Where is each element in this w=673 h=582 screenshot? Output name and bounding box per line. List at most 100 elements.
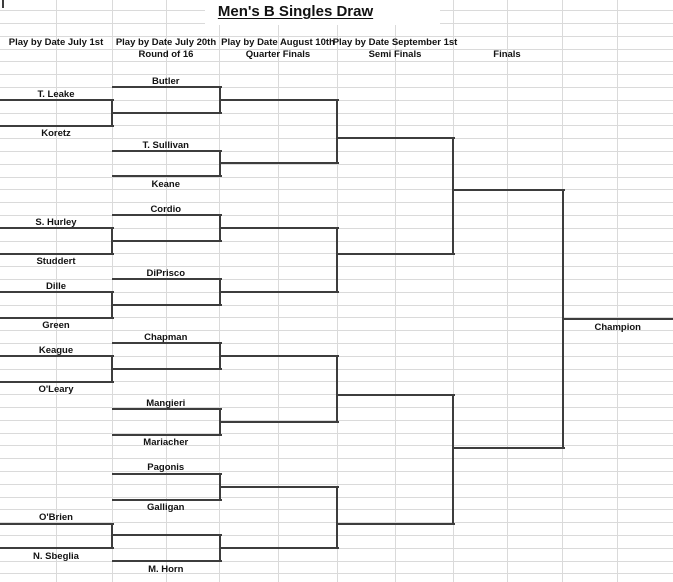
gridline-column <box>617 0 618 582</box>
bracket-line-vertical <box>218 86 221 114</box>
bracket-line-vertical <box>218 533 221 562</box>
column-header-august-10th: Play by Date August 10th Quarter Finals <box>188 37 368 62</box>
column-header-finals-round: Finals <box>493 49 521 60</box>
bracket-line-horizontal <box>112 498 222 501</box>
bracket-line-vertical <box>336 227 338 294</box>
bracket-line-horizontal <box>0 252 114 255</box>
bracket-line-horizontal <box>219 227 339 230</box>
bracket-line-horizontal <box>219 485 339 488</box>
gridline-column <box>507 0 508 582</box>
bracket-line-vertical <box>218 278 221 306</box>
bracket-label-o-brien: O'Brien <box>39 511 73 523</box>
bracket-line-horizontal <box>112 408 222 410</box>
gridline-column <box>111 0 113 582</box>
bracket-line-vertical <box>111 522 113 549</box>
bracket-line-horizontal <box>337 136 455 139</box>
bracket-line-vertical <box>336 355 338 423</box>
gridline-column <box>278 0 279 582</box>
gridline-column <box>165 0 167 582</box>
bracket-line-vertical <box>336 485 338 549</box>
column-header-august-10th-date: Play by Date August 10th <box>221 36 335 48</box>
bracket-line-horizontal <box>112 149 222 152</box>
bracket-label-keague: Keague <box>38 345 74 356</box>
bracket-label-m-horn: M. Horn <box>148 563 184 575</box>
bracket-line-vertical <box>561 189 564 449</box>
bracket-line-vertical <box>2 0 4 8</box>
bracket-line-horizontal <box>112 240 222 242</box>
bracket-line-horizontal <box>453 447 565 449</box>
bracket-line-horizontal <box>453 189 565 191</box>
bracket-label-keane: Keane <box>151 178 180 190</box>
bracket-label-mangieri: Mangieri <box>146 397 186 409</box>
column-header-semi-finals: Semi Finals <box>368 49 422 60</box>
bracket-line-horizontal <box>112 86 222 89</box>
bracket-line-horizontal <box>219 355 339 358</box>
column-header-finals: Finals <box>417 37 597 62</box>
bracket-line-vertical <box>218 149 221 177</box>
bracket-line-horizontal <box>0 316 114 319</box>
column-header-july-1st-date: Play by Date July 1st <box>8 36 104 48</box>
bracket-label-t-leake: T. Leake <box>37 89 75 100</box>
bracket-line-vertical <box>218 214 221 242</box>
gridline-column <box>452 0 454 582</box>
bracket-line-horizontal <box>112 175 222 177</box>
bracket-line-horizontal <box>112 368 222 370</box>
bracket-label-o-leary: O'Leary <box>38 384 74 395</box>
bracket-line-horizontal <box>219 421 339 423</box>
column-header-july-20th: Play by Date July 20th Round of 16 <box>76 37 256 62</box>
bracket-line-horizontal <box>112 472 222 475</box>
bracket-line-horizontal <box>219 99 339 102</box>
bracket-label-green: Green <box>42 320 70 331</box>
bracket-line-horizontal <box>219 162 339 165</box>
bracket-label-koretz: Koretz <box>41 128 71 139</box>
bracket-line-horizontal <box>0 522 114 525</box>
bracket-label-chapman: Chapman <box>144 332 188 343</box>
bracket-line-horizontal <box>337 522 455 525</box>
bracket-line-horizontal <box>112 112 222 114</box>
bracket-label-s-hurley: S. Hurley <box>35 217 77 228</box>
column-header-july-1st: Play by Date July 1st <box>0 37 146 62</box>
bracket-label-butler: Butler <box>152 76 180 87</box>
bracket-line-horizontal <box>112 214 222 217</box>
bracket-line-vertical <box>111 291 113 319</box>
bracket-line-vertical <box>218 408 221 436</box>
bracket-line-horizontal <box>562 318 673 320</box>
bracket-label-n-sbeglia: N. Sbeglia <box>33 550 79 562</box>
bracket-line-horizontal <box>337 394 455 396</box>
bracket-line-horizontal <box>0 99 114 102</box>
title-merged-cell <box>205 0 440 25</box>
bracket-line-vertical <box>218 342 221 370</box>
bracket-line-vertical <box>111 355 113 383</box>
bracket-label-cordio: Cordio <box>150 204 182 215</box>
bracket-line-horizontal <box>219 291 339 294</box>
bracket-label-studdert: Studdert <box>36 256 76 267</box>
bracket-label-mariacher: Mariacher <box>143 437 189 448</box>
bracket-line-horizontal <box>112 278 222 281</box>
bracket-line-vertical <box>452 394 454 525</box>
bracket-line-vertical <box>452 136 454 255</box>
gridline-column <box>394 0 396 582</box>
bracket-line-horizontal <box>112 433 222 436</box>
column-header-september-1st-date: Play by Date September 1st <box>332 36 458 48</box>
bracket-line-horizontal <box>0 547 114 549</box>
bracket-line-horizontal <box>0 380 114 383</box>
bracket-label-galligan: Galligan <box>147 502 185 513</box>
bracket-line-horizontal <box>219 547 339 549</box>
bracket-line-horizontal <box>0 355 114 358</box>
column-header-round-of-16: Round of 16 <box>138 49 194 60</box>
bracket-line-vertical <box>336 99 338 165</box>
column-header-finals-date <box>417 37 597 50</box>
bracket-line-horizontal <box>0 124 114 127</box>
bracket-line-horizontal <box>0 227 114 230</box>
column-header-july-20th-date: Play by Date July 20th <box>115 36 217 48</box>
bracket-line-vertical <box>111 99 113 127</box>
gridline-column <box>55 0 57 582</box>
bracket-label-dille: Dille <box>45 281 67 292</box>
bracket-line-horizontal <box>112 533 222 536</box>
bracket-line-horizontal <box>112 342 222 345</box>
bracket-line-horizontal <box>112 560 222 562</box>
column-header-quarter-finals: Quarter Finals <box>245 49 311 60</box>
